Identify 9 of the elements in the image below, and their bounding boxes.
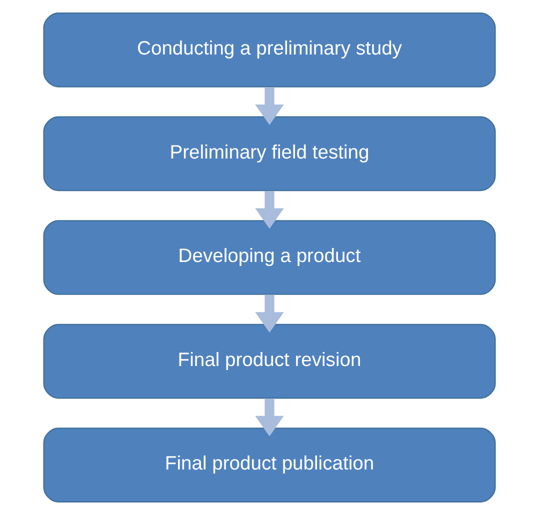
node-box: Final product publication	[42, 428, 496, 502]
node-box: Final product revision	[42, 324, 496, 399]
node-box: Preliminary field testing	[42, 116, 496, 192]
arrow	[254, 294, 284, 333]
node-box: Conducting a preliminary study	[42, 12, 496, 88]
arrow	[254, 190, 284, 229]
arrow	[254, 87, 284, 126]
arrow	[254, 398, 284, 436]
node-box: Developing a product	[42, 220, 496, 295]
